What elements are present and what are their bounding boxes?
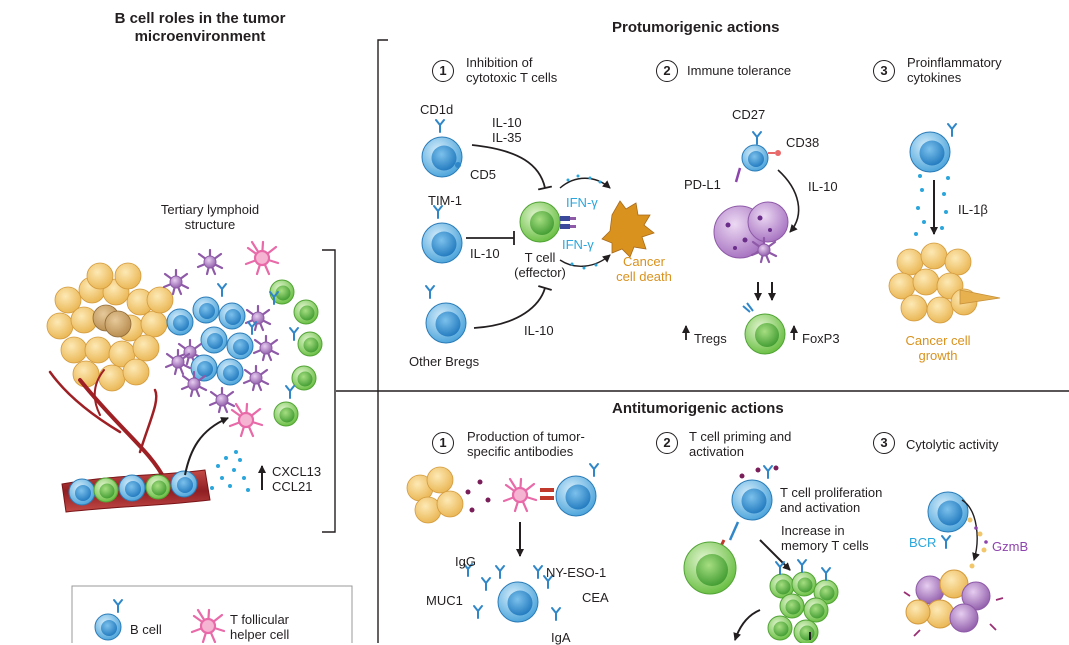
chemokine-dots: [210, 450, 250, 492]
antitumor-3-graphics: [903, 491, 1004, 637]
protumor-1-title-line1: Inhibition of: [466, 55, 533, 70]
panel-dividers: [322, 39, 1069, 643]
migration-arrow: [184, 417, 229, 476]
label-il1b: IL-1β: [958, 202, 988, 217]
label-ifng-top: IFN-γ: [566, 195, 598, 210]
death-label-line1: Cancer: [623, 254, 665, 269]
lymphoid-cluster: [162, 240, 323, 438]
growth-label-line2: growth: [918, 348, 958, 363]
protumor-1-number: 1: [432, 60, 454, 82]
antitumor-1-title: Production of tumor- specific antibodies: [467, 429, 585, 459]
legend-tfh-line2: helper cell: [230, 627, 290, 642]
label-il10-top: IL-10: [492, 115, 522, 130]
label-ny-eso-1: NY-ESO-1: [546, 565, 607, 580]
label-cd5: CD5: [470, 167, 497, 182]
protumor-3-title: Proinflammatory cytokines: [907, 55, 1002, 85]
label-tim1: TIM-1: [428, 193, 462, 208]
antitumor-2-title-line2: activation: [689, 444, 744, 459]
protumor-1-title-line2: cytotoxic T cells: [466, 70, 558, 85]
legend-b-cell-label: B cell: [130, 622, 162, 637]
protumor-1-title: Inhibition of cytotoxic T cells: [466, 55, 557, 85]
antitumor-2-graphics: [683, 465, 839, 643]
label-pd-l1: PD-L1: [684, 177, 721, 192]
prolif-line2: and activation: [780, 500, 861, 515]
antitumor-1-title-line1: Production of tumor-: [467, 429, 585, 444]
left-panel-title: B cell roles in the tumor microenvironme…: [80, 10, 320, 46]
legend-tfh-label: T follicular helper cell: [230, 612, 289, 642]
tcell-label-line1: T cell: [524, 250, 556, 265]
antitumor-2-title-line1: T cell priming and: [689, 429, 792, 444]
antitumor-1-number: 1: [432, 432, 454, 454]
protumor-3-title-line2: cytokines: [907, 70, 962, 85]
left-title-line1: B cell roles in the tumor: [114, 10, 286, 27]
antitumor-1-graphics: [406, 463, 599, 623]
label-cd1d: CD1d: [420, 102, 454, 117]
blood-vessel-branches: [48, 369, 167, 482]
protumor-3-title-line1: Proinflammatory: [907, 55, 1002, 70]
label-iga: IgA: [551, 630, 571, 645]
growth-label-line1: Cancer cell: [905, 333, 971, 348]
protumor-2-graphics: [682, 131, 800, 355]
protumor-3-number: 3: [873, 60, 895, 82]
label-il10-tolerance: IL-10: [808, 179, 838, 194]
label-il10-bottom: IL-10: [524, 323, 554, 338]
prolif-line1: T cell proliferation: [780, 485, 883, 500]
legend-box: [71, 585, 353, 643]
tcell-effector-label: T cell (effector): [500, 250, 580, 280]
antitumor-1-title-line2: specific antibodies: [467, 444, 574, 459]
label-cd38: CD38: [786, 135, 820, 150]
label-igg: IgG: [455, 554, 476, 569]
label-foxp3: FoxP3: [802, 331, 840, 346]
protumor-heading: Protumorigenic actions: [612, 19, 780, 36]
protumor-3-graphics: [888, 123, 1001, 324]
label-il10-il35: IL-10 IL-35: [492, 115, 522, 145]
antitumor-2-title: T cell priming and activation: [689, 429, 791, 459]
tls-label: Tertiary lymphoid structure: [140, 202, 280, 232]
memory-line2: memory T cells: [781, 538, 869, 553]
antitumor-2-number: 2: [656, 432, 678, 454]
cancer-cell-growth-label: Cancer cell growth: [888, 333, 988, 363]
label-muc1: MUC1: [426, 593, 463, 608]
cancer-cell-death-label: Cancer cell death: [604, 254, 684, 284]
label-tregs: Tregs: [694, 331, 727, 346]
tcell-label-line2: (effector): [514, 265, 566, 280]
tumor-mass: [46, 262, 174, 392]
tls-label-line1: Tertiary lymphoid: [160, 202, 260, 217]
death-label-line2: cell death: [616, 269, 672, 284]
label-il35: IL-35: [492, 130, 522, 145]
protumor-2-number: 2: [656, 60, 678, 82]
left-title-line2: microenvironment: [134, 28, 266, 45]
blood-vessel: [61, 469, 211, 513]
protumor-2-title: Immune tolerance: [687, 63, 792, 78]
memory-line1: Increase in: [781, 523, 845, 538]
chemokine-ccl21: CCL21: [272, 479, 313, 494]
label-t-cell-proliferation: T cell proliferation and activation: [780, 485, 882, 515]
antitumor-heading: Antitumorigenic actions: [612, 400, 784, 417]
chemokine-labels: CXCL13 CCL21: [272, 464, 321, 494]
legend-tfh-line1: T follicular: [230, 612, 290, 627]
label-other-bregs: Other Bregs: [409, 354, 480, 369]
label-cea: CEA: [582, 590, 609, 605]
chemokine-cxcl13: CXCL13: [272, 464, 322, 479]
label-bcr: BCR: [909, 535, 937, 550]
label-ifng-bottom: IFN-γ: [562, 237, 594, 252]
antitumor-3-title: Cytolytic activity: [906, 437, 999, 452]
label-gzmb: GzmB: [992, 539, 1029, 554]
label-cd27: CD27: [732, 107, 766, 122]
label-memory-t-cells: Increase in memory T cells: [781, 523, 869, 553]
antitumor-3-number: 3: [873, 432, 895, 454]
tls-label-line2: structure: [184, 217, 236, 232]
protumor-1-graphics: [421, 119, 655, 344]
label-il10-mid: IL-10: [470, 246, 500, 261]
